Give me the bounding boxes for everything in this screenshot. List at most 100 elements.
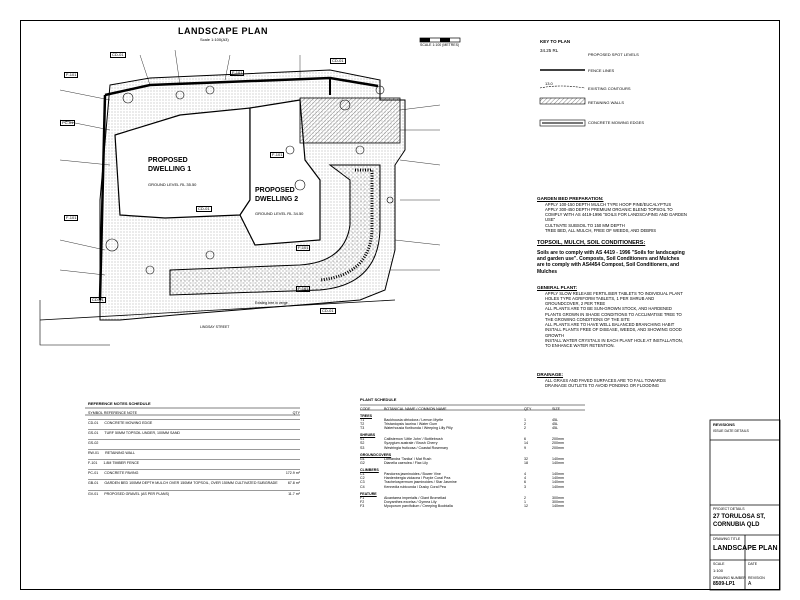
reference-notes-schedule: REFERENCE NOTES SCHEDULE SYMBOL REFERENC…: [88, 401, 300, 496]
sheet-border: [20, 20, 780, 590]
plant-size: 140mm: [552, 476, 564, 481]
dwelling-1-label-1: PROPOSED: [148, 157, 188, 164]
table-row: GS-02: [88, 438, 300, 445]
reference-row-text: GV-01: [88, 491, 99, 496]
plant-size: 140mm: [552, 456, 564, 461]
plant-size: 45L: [552, 421, 558, 426]
plant-name: Myoporum parvifolium / Creeping Boobiall…: [384, 504, 453, 509]
topsoil-heading: TOPSOIL, MULCH, SOIL CONDITIONERS:: [537, 240, 646, 246]
drawing-title-label: DRAWING TITLE: [713, 537, 741, 541]
street-label: LINDSAY STREET: [200, 325, 230, 329]
plant-col-size: SIZE: [552, 406, 560, 411]
plan-tag: CD-01: [320, 308, 336, 315]
plant-name: Hardenbergia violacea / Purple Coral Pea: [384, 476, 451, 481]
reference-row-qty: 172.9 m²: [285, 471, 300, 476]
plant-code: F2: [360, 499, 365, 504]
note-item: INSTALL PLANTS FREE OF DISEASE, WEEDS, A…: [545, 327, 682, 338]
plant-group-heading: GROUNDCOVERS: [360, 452, 392, 457]
plant-qty: 2: [524, 426, 526, 431]
project-line-2: CORNUBIA QLD: [713, 522, 760, 528]
note-item: ALL PLANTS ARE TO HAVE WELL BALANCED BRA…: [545, 322, 675, 328]
reference-col-qty: QTY: [292, 410, 300, 415]
plant-code: G2: [360, 460, 365, 465]
leader-lines: [59, 49, 441, 276]
reference-schedule-title: REFERENCE NOTES SCHEDULE: [88, 401, 151, 406]
plant-qty: 2: [524, 495, 526, 500]
plan-tag: CD-01: [90, 297, 106, 304]
note-item: INSTALL WATER CRYSTALS IN EACH PLANT HOL…: [545, 337, 683, 349]
plan-tag: CD-01: [110, 52, 126, 59]
plant-code: S2: [360, 441, 365, 446]
reference-row-text: RW-01: [88, 451, 100, 456]
legend-title: KEY TO PLAN: [540, 39, 571, 44]
plant-size: 45L: [552, 426, 558, 431]
dwelling-2-label-2: DWELLING 2: [255, 196, 299, 203]
plan-tag: F-101: [296, 286, 311, 293]
plant-name: Callistemon 'Little John' / Bottlebrush: [384, 437, 443, 442]
plant-name: Tristaniopsis laurina / Water Gum: [384, 421, 438, 426]
dwelling-2-label-1: PROPOSED: [255, 187, 295, 194]
plant-col-code: CODE: [360, 406, 371, 411]
plant-col-name: BOTANICAL NAME / COMMON NAME: [384, 406, 447, 411]
plant-name: Dianella caerulea / Flax Lily: [384, 460, 428, 465]
legend-label-contours: EXISTING CONTOURS: [588, 86, 631, 91]
topsoil-body: Soils are to comply with AS 4419 - 1996 …: [537, 249, 685, 275]
reference-row-description: [104, 441, 300, 445]
plant-qty: 1: [524, 499, 526, 504]
plant-name: Trachelospermum jasminoides / Star Jasmi…: [384, 480, 457, 485]
drainage-notes: DRAINAGE: ALL GRASS AND PAVED SURFACES A…: [537, 372, 687, 388]
plant-code: S3: [360, 445, 365, 450]
scale-value: 1:100: [713, 568, 724, 573]
verge-label: Existing tree in verge: [255, 301, 288, 305]
revisions-columns: ISSUE DATE DETAILS: [713, 429, 749, 433]
plant-group-heading: SHRUBS: [360, 433, 376, 438]
plant-code: C4: [360, 484, 365, 489]
table-row: S3 Westringia fruticosa / Coastal Rosemar…: [360, 446, 585, 450]
plant-name: Pandorea jasminoides / Bower Vine: [384, 472, 441, 477]
note-item: CULTIVATE SUBSOIL TO 150 MM DEPTH: [545, 222, 625, 228]
plan-tag: F-101: [64, 215, 79, 222]
plant-name: Backhousia citriodora / Lemon Myrtle: [384, 417, 444, 422]
plant-schedule-title: PLANT SCHEDULE: [360, 397, 397, 402]
revisions-label: REVISIONS: [713, 422, 735, 427]
plant-qty: 32: [524, 456, 528, 461]
legend-label-fence: FENCE LINES: [588, 68, 615, 73]
scale-label: SCALE: [713, 562, 725, 566]
plant-code: T2: [360, 421, 365, 426]
plant-code: F1: [360, 495, 365, 500]
general-plant-notes: GENERAL PLANT: APPLY SLOW RELEASE FERTIL…: [537, 285, 687, 348]
reference-row-description: CONCRETE MOWING EDGE: [104, 420, 153, 425]
plant-name: Westringia fruticosa / Coastal Rosemary: [384, 445, 449, 450]
reference-row-text: F-101: [88, 461, 98, 466]
plant-qty: 4: [524, 476, 526, 481]
plan-tag: F-101: [230, 70, 245, 77]
reference-row-description: PROPOSED GRAVEL (AS PER PLANS): [104, 491, 170, 496]
plant-size: 200mm: [552, 441, 564, 446]
garden-bed-curve: [169, 164, 381, 296]
garden-bed-heading: GARDEN BED PREPARATION:: [537, 196, 604, 201]
drawing-title: LANDSCAPE PLAN: [178, 26, 269, 36]
plant-size: 140mm: [552, 504, 564, 509]
plant-size: 140mm: [552, 484, 564, 489]
plant-name: Doryanthes excelsa / Gymea Lily: [384, 499, 437, 504]
plant-code: F3: [360, 504, 365, 509]
scale-bar-label: SCALE 1:100 (METRES): [420, 43, 460, 47]
plant-group-heading: CLIMBERS: [360, 468, 379, 473]
plan-tag: F-101: [64, 72, 79, 79]
